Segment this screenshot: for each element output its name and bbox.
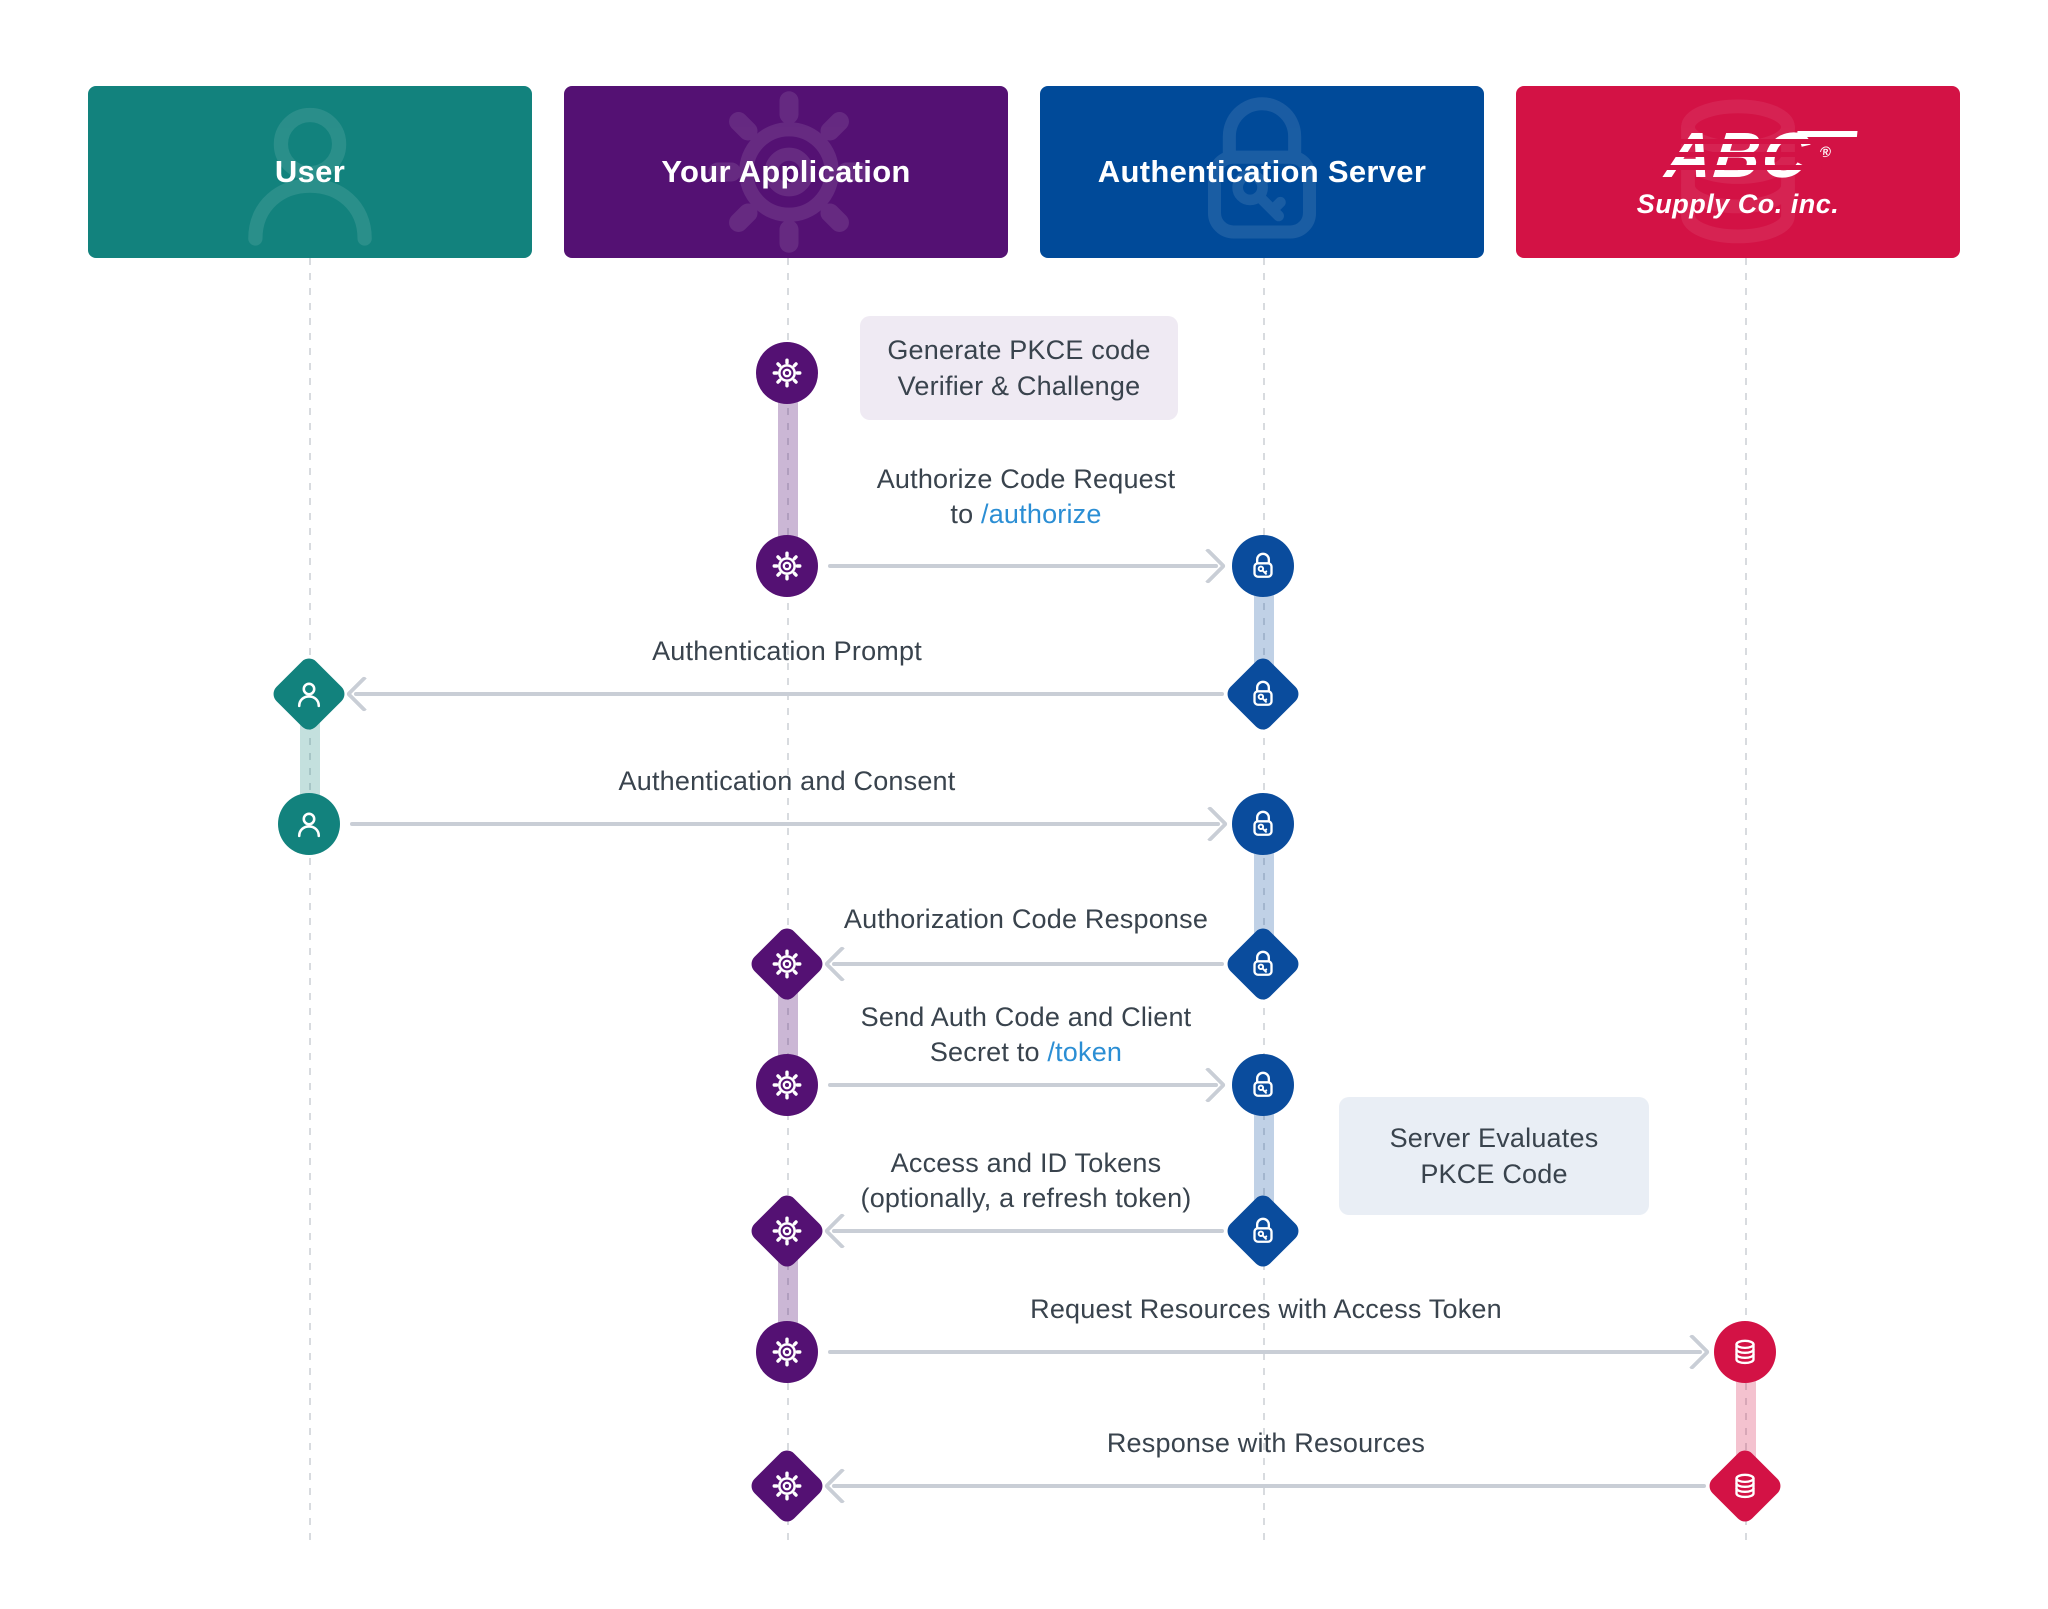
lifeline-user xyxy=(309,258,311,1548)
note-line: Server Evaluates xyxy=(1389,1123,1599,1153)
note-generate-pkce: Generate PKCE code Verifier & Challenge xyxy=(860,316,1178,420)
abc-database-node xyxy=(1705,1446,1785,1526)
authorize-endpoint-link: /authorize xyxy=(981,499,1102,529)
msg-line: (optionally, a refresh token) xyxy=(860,1183,1192,1213)
lock-icon xyxy=(1246,947,1280,981)
band-auth-3 xyxy=(1254,1085,1274,1231)
abc-supply-logo: ABC ® Supply Co. inc. xyxy=(1636,119,1857,220)
arrow-response-resources xyxy=(832,1484,1706,1488)
logo-stripe xyxy=(1654,138,1824,144)
note-line: PKCE Code xyxy=(1420,1159,1568,1189)
lane-title-auth-server: Authentication Server xyxy=(1097,154,1427,189)
abc-database-node xyxy=(1714,1321,1776,1383)
msg-line: Authorize Code Request xyxy=(876,464,1176,494)
note-server-evaluates: Server Evaluates PKCE Code xyxy=(1339,1097,1649,1215)
logo-stripe xyxy=(1653,151,1823,157)
gear-icon xyxy=(770,1335,804,1369)
msg-line: Response with Resources xyxy=(1106,1428,1426,1458)
user-person-node xyxy=(269,654,349,734)
band-app-1 xyxy=(778,373,798,566)
msg-line: Authorization Code Response xyxy=(843,904,1209,934)
msg-text: Secret to xyxy=(929,1037,1048,1067)
database-icon xyxy=(1728,1335,1762,1369)
gear-icon xyxy=(770,549,804,583)
lifeline-abc-supply xyxy=(1745,258,1747,1548)
gear-icon xyxy=(770,1469,804,1503)
abc-logo-subtitle: Supply Co. inc. xyxy=(1636,188,1840,219)
msg-authorize-request: Authorize Code Request to /authorize xyxy=(696,462,1356,532)
app-gear-node xyxy=(756,1321,818,1383)
arrow-auth-prompt xyxy=(354,692,1224,696)
user-icon xyxy=(292,677,326,711)
lock-icon xyxy=(1246,1068,1280,1102)
user-person-node xyxy=(278,793,340,855)
auth-lock-node xyxy=(1232,535,1294,597)
msg-request-resources: Request Resources with Access Token xyxy=(936,1292,1596,1327)
msg-response-resources: Response with Resources xyxy=(936,1426,1596,1461)
logo-stripe xyxy=(1652,164,1822,170)
lane-header-abc-supply: ABC ® Supply Co. inc. xyxy=(1516,86,1960,258)
app-gear-node xyxy=(756,535,818,597)
msg-send-token: Send Auth Code and Client Secret to /tok… xyxy=(696,1000,1356,1070)
arrow-tokens-response xyxy=(832,1229,1224,1233)
msg-line: Access and ID Tokens xyxy=(890,1148,1162,1178)
msg-auth-prompt: Authentication Prompt xyxy=(457,634,1117,669)
lifeline-application xyxy=(787,258,789,1548)
msg-code-response: Authorization Code Response xyxy=(696,902,1356,937)
msg-line: Send Auth Code and Client xyxy=(860,1002,1192,1032)
user-icon xyxy=(292,807,326,841)
lane-title-application: Your Application xyxy=(661,154,911,189)
msg-line: to /authorize xyxy=(696,497,1356,532)
note-line: Verifier & Challenge xyxy=(897,371,1141,401)
token-endpoint-link: /token xyxy=(1047,1037,1123,1067)
lane-header-auth-server: Authentication Server xyxy=(1040,86,1484,258)
lane-header-application: Your Application xyxy=(564,86,1008,258)
abc-logo-wordmark: ABC ® xyxy=(1652,119,1857,191)
logo-speed-bar xyxy=(1796,130,1857,137)
arrow-auth-consent xyxy=(350,822,1220,826)
msg-text: to xyxy=(950,499,982,529)
msg-line: Secret to /token xyxy=(696,1035,1356,1070)
msg-tokens-response: Access and ID Tokens (optionally, a refr… xyxy=(696,1146,1356,1216)
auth-lock-node xyxy=(1232,1054,1294,1116)
note-line: Generate PKCE code xyxy=(887,335,1151,365)
arrow-request-resources xyxy=(828,1350,1702,1354)
database-icon xyxy=(1728,1469,1762,1503)
app-gear-node xyxy=(756,1054,818,1116)
lock-icon xyxy=(1246,549,1280,583)
msg-auth-consent: Authentication and Consent xyxy=(457,764,1117,799)
auth-lock-node xyxy=(1232,793,1294,855)
app-gear-node xyxy=(756,342,818,404)
lane-header-user: User xyxy=(88,86,532,258)
lane-title-user: User xyxy=(274,154,346,189)
gear-icon xyxy=(770,947,804,981)
msg-line: Request Resources with Access Token xyxy=(1030,1294,1502,1324)
arrow-send-token xyxy=(828,1083,1218,1087)
lock-icon xyxy=(1246,807,1280,841)
gear-icon xyxy=(770,1068,804,1102)
gear-icon xyxy=(770,1214,804,1248)
app-gear-node xyxy=(747,1446,827,1526)
msg-line: Authentication Prompt xyxy=(652,636,922,666)
gear-icon xyxy=(770,356,804,390)
lock-icon xyxy=(1246,1214,1280,1248)
auth-lock-node xyxy=(1223,654,1303,734)
arrow-code-response xyxy=(832,962,1224,966)
msg-line: Authentication and Consent xyxy=(618,766,956,796)
lock-icon xyxy=(1246,677,1280,711)
arrow-authorize-request xyxy=(828,564,1218,568)
lifeline-auth-server xyxy=(1263,258,1265,1548)
